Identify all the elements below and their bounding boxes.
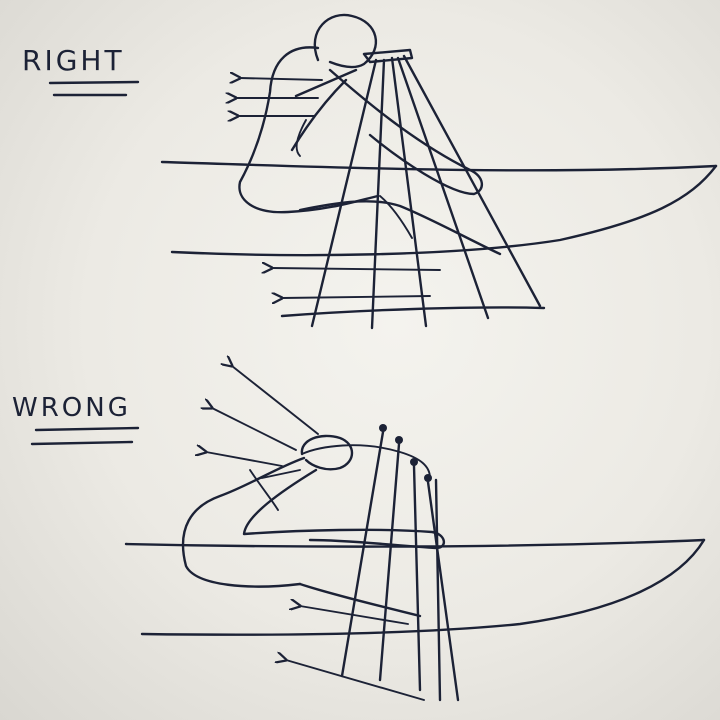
right-oar-line-5 [402,54,542,308]
wrong-arrow-1 [232,366,319,435]
wrong-rower-head [300,434,354,471]
wrong-oar-handle-1 [379,424,387,432]
wrong-oar-handle-2 [395,436,403,444]
wrong-boat-gunwale [124,538,706,548]
right-rower-figure [238,13,502,256]
right-panel: RIGHT [22,13,718,330]
wrong-label-underline-1 [34,426,140,432]
right-elbow-line [295,119,307,157]
right-rower-knee [379,195,413,239]
wrong-oar-handle-3 [410,458,418,466]
right-arrow-1 [240,78,323,80]
wrong-oar-line-4 [426,480,460,702]
right-arrow-5 [282,296,431,298]
wrong-label: WRONG [12,393,131,423]
wrong-arrow-3 [206,452,283,467]
right-label-underline-1 [48,80,140,85]
right-oar-line-2 [370,58,386,330]
wrong-arrow-6 [286,660,425,701]
right-arrow-4 [272,268,441,270]
wrong-oar-handle-4 [424,474,432,482]
wrong-rower-leg [298,582,422,618]
right-label: RIGHT [22,44,125,77]
right-water-line [280,306,546,318]
wrong-oar-line-1 [340,430,385,678]
right-shoulder-line [294,68,358,98]
wrong-rower-figure [181,434,445,618]
right-oar-line-1 [310,58,378,328]
wrong-boat-hull [140,538,706,636]
wrong-arrow-4 [261,469,301,479]
right-rower-arm [328,68,483,196]
wrong-rower-shoulder [301,444,431,479]
wrong-arrow-2 [212,408,297,451]
right-oar-line-3 [390,56,428,328]
right-rower-back [238,46,380,214]
wrong-panel: WRONG [12,366,706,702]
wrong-oar-line-3 [412,464,422,692]
wrong-arrow-5 [300,606,409,625]
wrong-rower-arm [242,468,445,550]
wrong-neck-line [249,469,279,511]
right-oar-line-4 [396,56,490,320]
right-boat-gunwale [160,160,718,172]
wrong-label-underline-2 [30,440,134,446]
right-rower-arm-inner [290,78,348,152]
right-oar-handle [362,48,414,64]
right-rower-leg [298,200,502,256]
wrong-rower-back [181,456,306,588]
wrong-oar-line-2 [378,442,401,682]
right-rower-head [313,13,377,69]
wrong-oar-line-5 [434,478,442,702]
right-boat-hull [170,164,718,257]
